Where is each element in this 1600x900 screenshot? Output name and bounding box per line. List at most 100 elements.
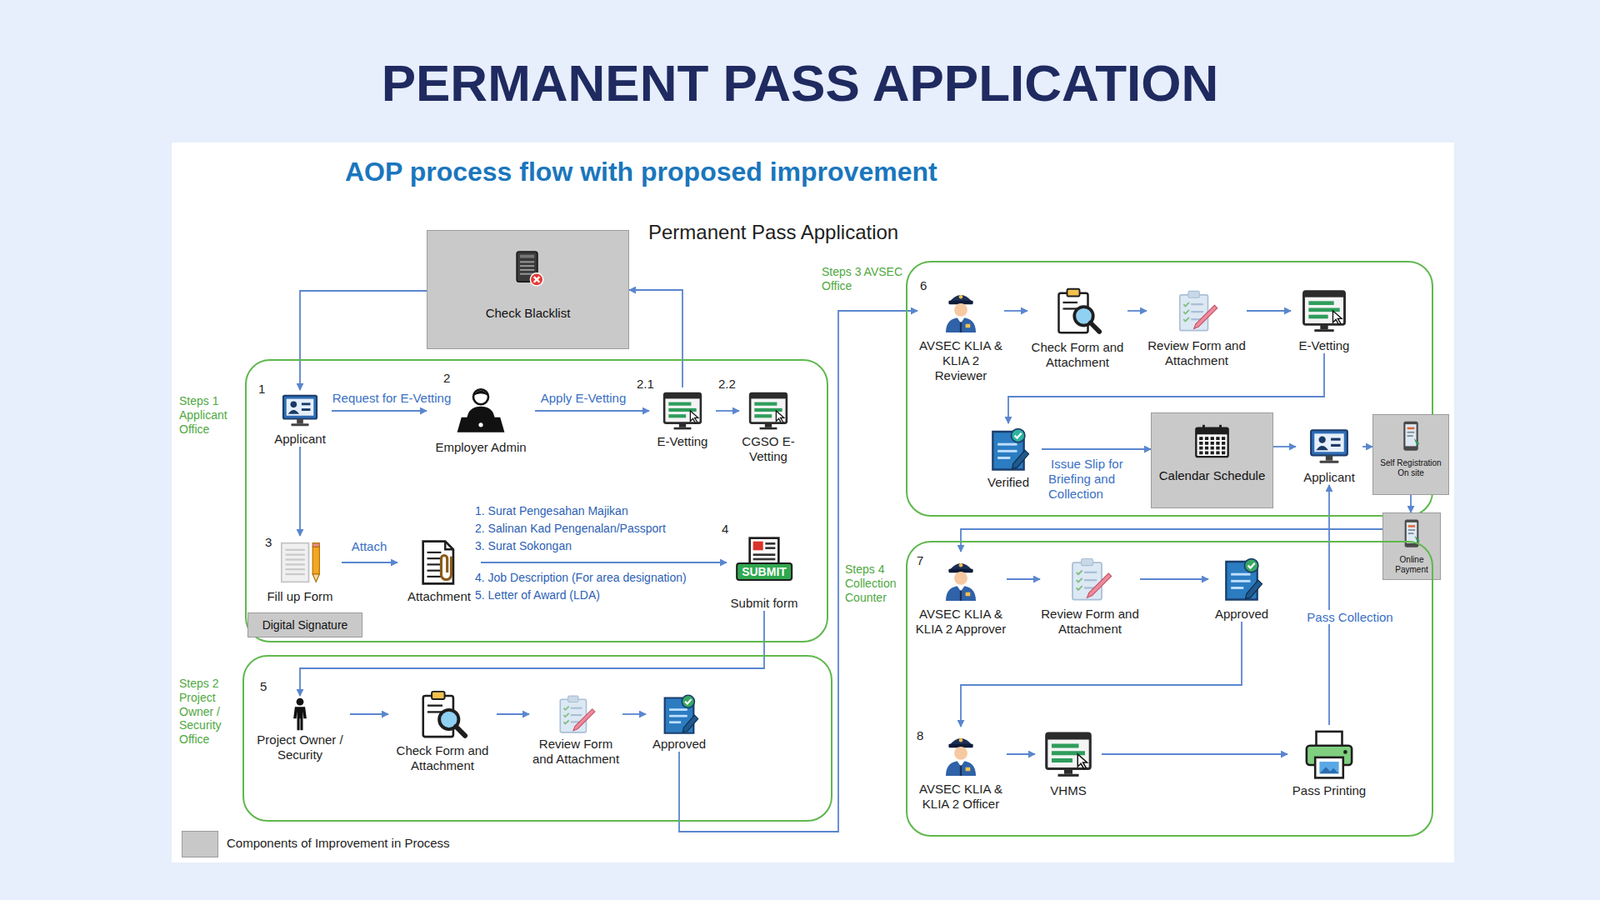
icon-part xyxy=(427,705,443,707)
step-caption: Employer Admin xyxy=(426,440,535,455)
icon-part xyxy=(992,429,1029,470)
icon-part xyxy=(285,563,305,565)
step-caption: Submit form xyxy=(726,595,802,611)
step-heading: Steps 2 Project Owner / Security Office xyxy=(179,676,241,747)
icon-part xyxy=(1046,733,1091,770)
icon-part xyxy=(1205,441,1209,445)
icon-part xyxy=(1219,425,1222,432)
step-caption: Project Owner / Security xyxy=(250,732,350,763)
icon-part xyxy=(1011,429,1025,443)
icon-part xyxy=(285,568,305,570)
icon-part xyxy=(685,699,692,704)
icon-part xyxy=(534,276,540,283)
flow-arrow xyxy=(629,290,683,388)
icon-part xyxy=(681,695,695,708)
icon-part xyxy=(690,410,698,424)
icon-part xyxy=(1414,535,1420,543)
icon-part xyxy=(1330,438,1340,441)
step-caption: Review Form and Attachment xyxy=(1146,338,1247,369)
icon-part xyxy=(1072,559,1112,600)
flow-arrow xyxy=(496,713,530,715)
icon-part xyxy=(950,563,973,570)
icon-part xyxy=(1408,532,1415,535)
icon-part xyxy=(573,709,595,731)
improvement-box: Digital Signature xyxy=(247,612,363,638)
icon-part xyxy=(1230,573,1250,576)
step-band: Steps 3 AVSEC OfficeAVSEC KLIA & KLIA 2 … xyxy=(905,260,1434,517)
flow-arrow xyxy=(480,561,727,564)
icon-part xyxy=(1304,291,1345,325)
icon-part xyxy=(516,251,544,286)
icon-part xyxy=(765,542,775,545)
step-caption: CGSO E-Vetting xyxy=(739,434,798,465)
callout-number-wrap: 3 xyxy=(265,535,272,550)
icon-part xyxy=(965,592,971,597)
attachment-list-item: 1. Surat Pengesahan Majikan xyxy=(475,504,629,518)
icon-part xyxy=(1320,324,1328,330)
icon-part xyxy=(427,557,442,560)
icon-part xyxy=(959,563,964,568)
icon-part xyxy=(520,265,535,267)
icon-part xyxy=(285,549,305,551)
flow-arrow xyxy=(1041,448,1151,450)
step-band: Steps 2 Project Owner / Security OfficeP… xyxy=(242,655,833,822)
callout-number-wrap: 6 xyxy=(920,278,927,294)
callout-number-wrap: 2.2 xyxy=(718,376,736,392)
icon-part xyxy=(765,546,775,550)
icon-part xyxy=(1308,300,1334,305)
flow-arrow xyxy=(1362,445,1373,448)
callout-number: 2 xyxy=(443,370,450,385)
edge-label-wrap: Request for E-Vetting xyxy=(330,390,455,406)
icon-part xyxy=(312,546,320,575)
icon-part xyxy=(959,738,964,743)
icon-part xyxy=(997,443,1017,446)
icon-part xyxy=(1408,525,1415,528)
edge-label: Request for E-Vetting xyxy=(330,390,455,405)
icon-part xyxy=(1215,441,1220,445)
approved-icon xyxy=(1208,551,1275,607)
icon-part xyxy=(423,541,454,585)
icon-part xyxy=(431,691,445,700)
process-step: VHMS xyxy=(1035,725,1102,799)
edge-label: Apply E-Vetting xyxy=(538,390,630,405)
icon-part xyxy=(1183,302,1190,322)
evet-icon xyxy=(649,387,716,435)
icon-part xyxy=(423,541,454,585)
icon-part xyxy=(775,410,784,424)
callout-number: 2.2 xyxy=(718,376,736,391)
flow-arrow xyxy=(299,446,301,536)
process-step: Attachment xyxy=(397,535,481,605)
icon-part xyxy=(1051,750,1085,755)
icon-part xyxy=(286,399,315,416)
process-step: CGSO E-Vetting xyxy=(739,387,798,465)
icon-part xyxy=(1195,425,1228,457)
icon-part xyxy=(296,698,305,706)
icon-part xyxy=(1084,579,1097,581)
flow-arrow xyxy=(1006,578,1040,580)
step-caption: VHMS xyxy=(1035,783,1102,799)
step-caption: AVSEC KLIA & KLIA 2 Approver xyxy=(915,606,1007,637)
attachment-list-item: 4. Job Description (For area designation… xyxy=(475,570,687,585)
approved-icon xyxy=(645,691,713,737)
step-caption: Review Form and Attachment xyxy=(529,736,623,767)
improvement-box: Check Blacklist xyxy=(426,230,630,350)
icon-part xyxy=(530,273,543,286)
icon-part xyxy=(520,260,535,263)
icon-part xyxy=(1221,436,1225,440)
callout-number-wrap: 4 xyxy=(721,521,729,537)
attachment-list-item: 5. Letter of Award (LDA) xyxy=(475,588,600,602)
attach-icon xyxy=(397,535,481,590)
improvement-box: Online Payment xyxy=(1382,512,1441,580)
icon-part xyxy=(668,414,686,418)
step-heading: Steps 4 Collection Counter xyxy=(845,562,904,605)
icon-part xyxy=(960,590,962,601)
attachment-list-item-wrap: 2. Salinan Kad Pengenalan/Passport xyxy=(475,520,666,536)
flow-arrow xyxy=(331,410,427,412)
icon-part xyxy=(570,707,583,710)
process-step: Review Form and Attachment xyxy=(1040,551,1140,637)
icon-part xyxy=(1210,441,1215,445)
icon-part xyxy=(965,767,971,772)
icon-part xyxy=(1304,291,1345,298)
